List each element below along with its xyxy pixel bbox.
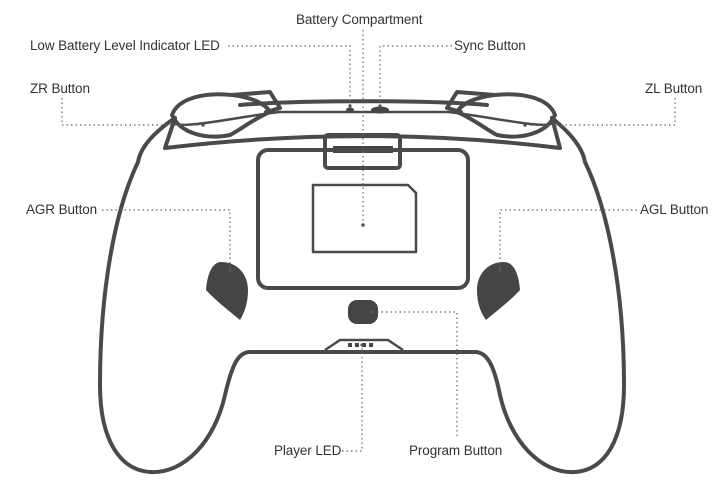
controller-body-outline [98, 116, 626, 475]
player-led-2 [355, 343, 359, 347]
player-led-label: Player LED [274, 443, 342, 458]
battery-compartment-label: Battery Compartment [296, 12, 423, 27]
leader-dot-agl [498, 268, 502, 272]
leader-agr [102, 209, 231, 270]
player-led-3 [362, 343, 366, 347]
leader-dot-agr [228, 268, 232, 272]
leader-dot-battery [361, 223, 365, 227]
leader-player-led [342, 345, 363, 452]
sync-button-label: Sync Button [454, 38, 526, 53]
leader-dot-program [370, 310, 374, 314]
leader-dot-sync [378, 104, 382, 108]
leader-sync [379, 45, 452, 106]
leader-dot-zl [523, 123, 527, 127]
player-led-1 [348, 343, 352, 347]
zr-tab [230, 90, 282, 114]
agl-button-label: AGL Button [640, 202, 709, 217]
top-inner-edge [173, 110, 554, 127]
leader-low-battery [228, 45, 351, 106]
zr-button-label: ZR Button [30, 81, 90, 96]
leader-zl [525, 98, 676, 126]
player-led-housing [324, 338, 404, 352]
player-led-4 [369, 343, 373, 347]
zl-tab [445, 90, 497, 114]
leader-zr [61, 98, 203, 126]
battery-compartment-cover [256, 148, 470, 290]
agr-button-label: AGR Button [26, 202, 98, 217]
leader-dot-zr [201, 123, 205, 127]
agr-paddle [206, 262, 248, 320]
leader-program [372, 311, 458, 436]
leader-dot-low-battery [348, 104, 352, 108]
zl-button-label: ZL Button [645, 81, 703, 96]
leader-dot-player-led [360, 343, 364, 347]
agl-paddle [477, 262, 520, 320]
leader-agl [499, 209, 637, 270]
low-battery-led-label: Low Battery Level Indicator LED [30, 38, 220, 53]
sync-button-shape [371, 106, 389, 114]
low-battery-led [346, 107, 354, 113]
battery-label-plate [311, 183, 418, 254]
program-button-label: Program Button [409, 443, 503, 458]
program-button-shape [348, 300, 378, 324]
